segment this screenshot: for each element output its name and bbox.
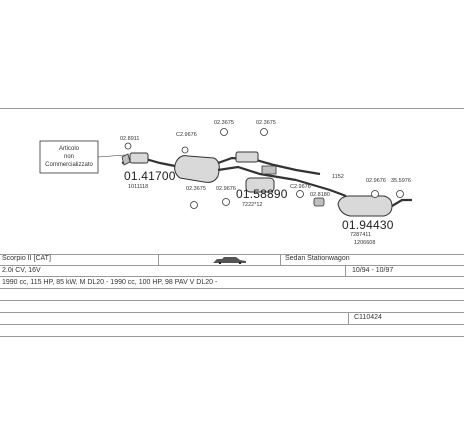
ref-label-1: 02.8911 bbox=[120, 136, 139, 142]
row-line-8 bbox=[0, 336, 464, 337]
part-subcode2-rear-silencer: 1206608 bbox=[354, 240, 375, 246]
part-subcode-front-pipe: 1011118 bbox=[128, 184, 148, 190]
engine-info: 2.0i CV, 16V bbox=[2, 267, 41, 274]
note-line1: Articolo bbox=[59, 146, 80, 152]
row-line-1 bbox=[0, 254, 464, 255]
ref-label-4: 02.3675 bbox=[256, 120, 276, 126]
note-line3: Commercializzato bbox=[45, 162, 93, 168]
ref-label-10: 35.5976 bbox=[391, 178, 411, 184]
row-line-7 bbox=[0, 324, 464, 325]
ref-label-2: C2.9676 bbox=[176, 132, 197, 138]
ref-label-6: 02.9676 bbox=[216, 186, 236, 192]
col-line-2 bbox=[280, 254, 281, 265]
hanger-parts bbox=[124, 128, 404, 209]
col-line-4 bbox=[348, 312, 349, 324]
model-name: Scorpio II [CAT] bbox=[2, 255, 51, 262]
ref-label-5: 02.3675 bbox=[186, 186, 206, 192]
ref-label-11: 1152 bbox=[332, 174, 344, 180]
part-code-center-silencer: 01.58890 bbox=[236, 187, 288, 201]
ref-label-8: 02.8180 bbox=[310, 192, 330, 198]
row-line-6 bbox=[0, 312, 464, 313]
car-body-icon bbox=[213, 257, 246, 264]
note-line2: non bbox=[64, 154, 74, 160]
row-line-4 bbox=[0, 288, 464, 289]
ref-label-9: 02.9676 bbox=[366, 178, 386, 184]
production-dates: 10/94 - 10/97 bbox=[352, 267, 394, 274]
row-line-2 bbox=[0, 265, 464, 266]
row-line-5 bbox=[0, 300, 464, 301]
not-available-note-box: Articolo non Commercializzato bbox=[39, 140, 99, 174]
part-code-front-pipe: 01.41700 bbox=[124, 169, 176, 183]
row-line-3 bbox=[0, 276, 464, 277]
part-subcode-center-silencer: 7222*12 bbox=[242, 202, 263, 208]
center-silencer-shape bbox=[174, 151, 321, 193]
exhaust-diagram: Articolo non Commercializzato bbox=[39, 120, 412, 246]
col-line-1 bbox=[158, 254, 159, 265]
part-subcode-rear-silencer: 7287411 bbox=[350, 232, 371, 238]
catalog-code: C110424 bbox=[354, 314, 382, 321]
front-pipe-shape bbox=[121, 152, 176, 168]
ref-label-3: 02.3675 bbox=[214, 120, 234, 126]
engine-spec-row: 1990 cc, 115 HP, 85 kW, M DL20 - 1990 cc… bbox=[2, 279, 218, 286]
rear-silencer-shape bbox=[295, 178, 412, 217]
top-divider bbox=[0, 108, 464, 109]
col-line-3 bbox=[345, 265, 346, 276]
body-style: Sedan Stationwagon bbox=[285, 255, 350, 262]
part-code-rear-silencer: 01.94430 bbox=[342, 218, 394, 232]
note-leader bbox=[97, 154, 126, 158]
ref-label-7: C2.9676 bbox=[290, 184, 311, 190]
